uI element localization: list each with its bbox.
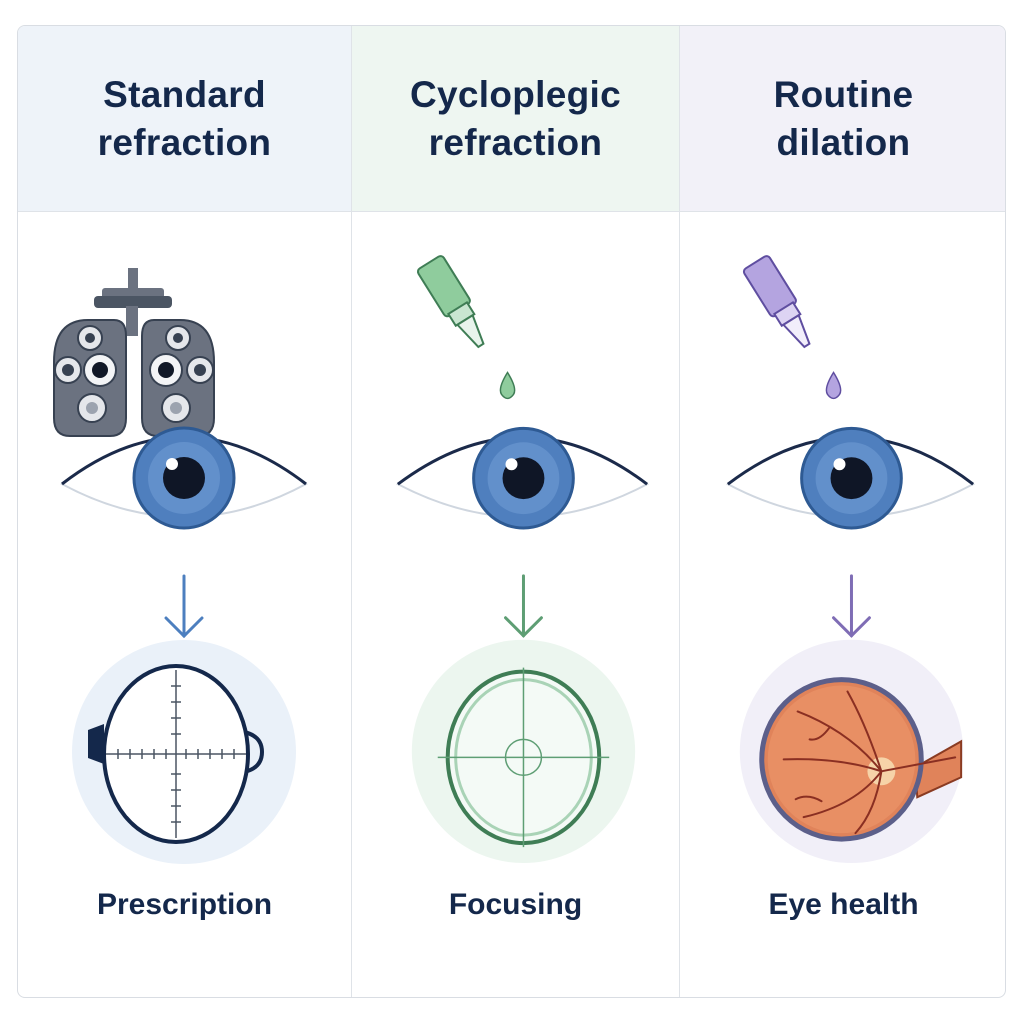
cycloplegic-refraction-illustration: [395, 255, 649, 864]
column-header: Cycloplegic refraction: [352, 26, 679, 212]
column-title: Cycloplegic refraction: [410, 73, 621, 163]
eye-icon: [395, 426, 649, 530]
routine-dilation-illustration: [726, 255, 975, 864]
eye-drop-bottle-icon: [416, 255, 485, 349]
column-caption: Eye health: [768, 888, 919, 921]
comparison-board: Standard refraction: [17, 25, 1006, 998]
eye-drop-bottle-icon: [742, 255, 811, 349]
standard-refraction-illustration: [53, 268, 308, 864]
column-title: Standard refraction: [97, 73, 272, 163]
eye-icon: [60, 426, 308, 530]
column-caption: Focusing: [448, 888, 583, 921]
column-routine-dilation: Routine dilation: [679, 26, 1005, 997]
drop-icon: [825, 371, 842, 400]
eye-icon: [726, 426, 975, 530]
column-title: Routine dilation: [773, 73, 914, 163]
column-standard-refraction: Standard refraction: [18, 26, 351, 997]
column-cycloplegic-refraction: Cycloplegic refraction: [351, 26, 679, 997]
trial-lens-icon: [72, 640, 296, 864]
retina-icon: [739, 639, 964, 864]
column-caption: Prescription: [96, 888, 273, 921]
column-header: Standard refraction: [18, 26, 351, 212]
phoropter-icon: [53, 268, 215, 437]
arrow-down-icon: [504, 574, 543, 638]
arrow-down-icon: [164, 574, 204, 639]
arrow-down-icon: [832, 574, 871, 638]
column-header: Routine dilation: [680, 26, 1005, 212]
drop-icon: [499, 371, 516, 400]
focus-lens-icon: [411, 639, 636, 864]
